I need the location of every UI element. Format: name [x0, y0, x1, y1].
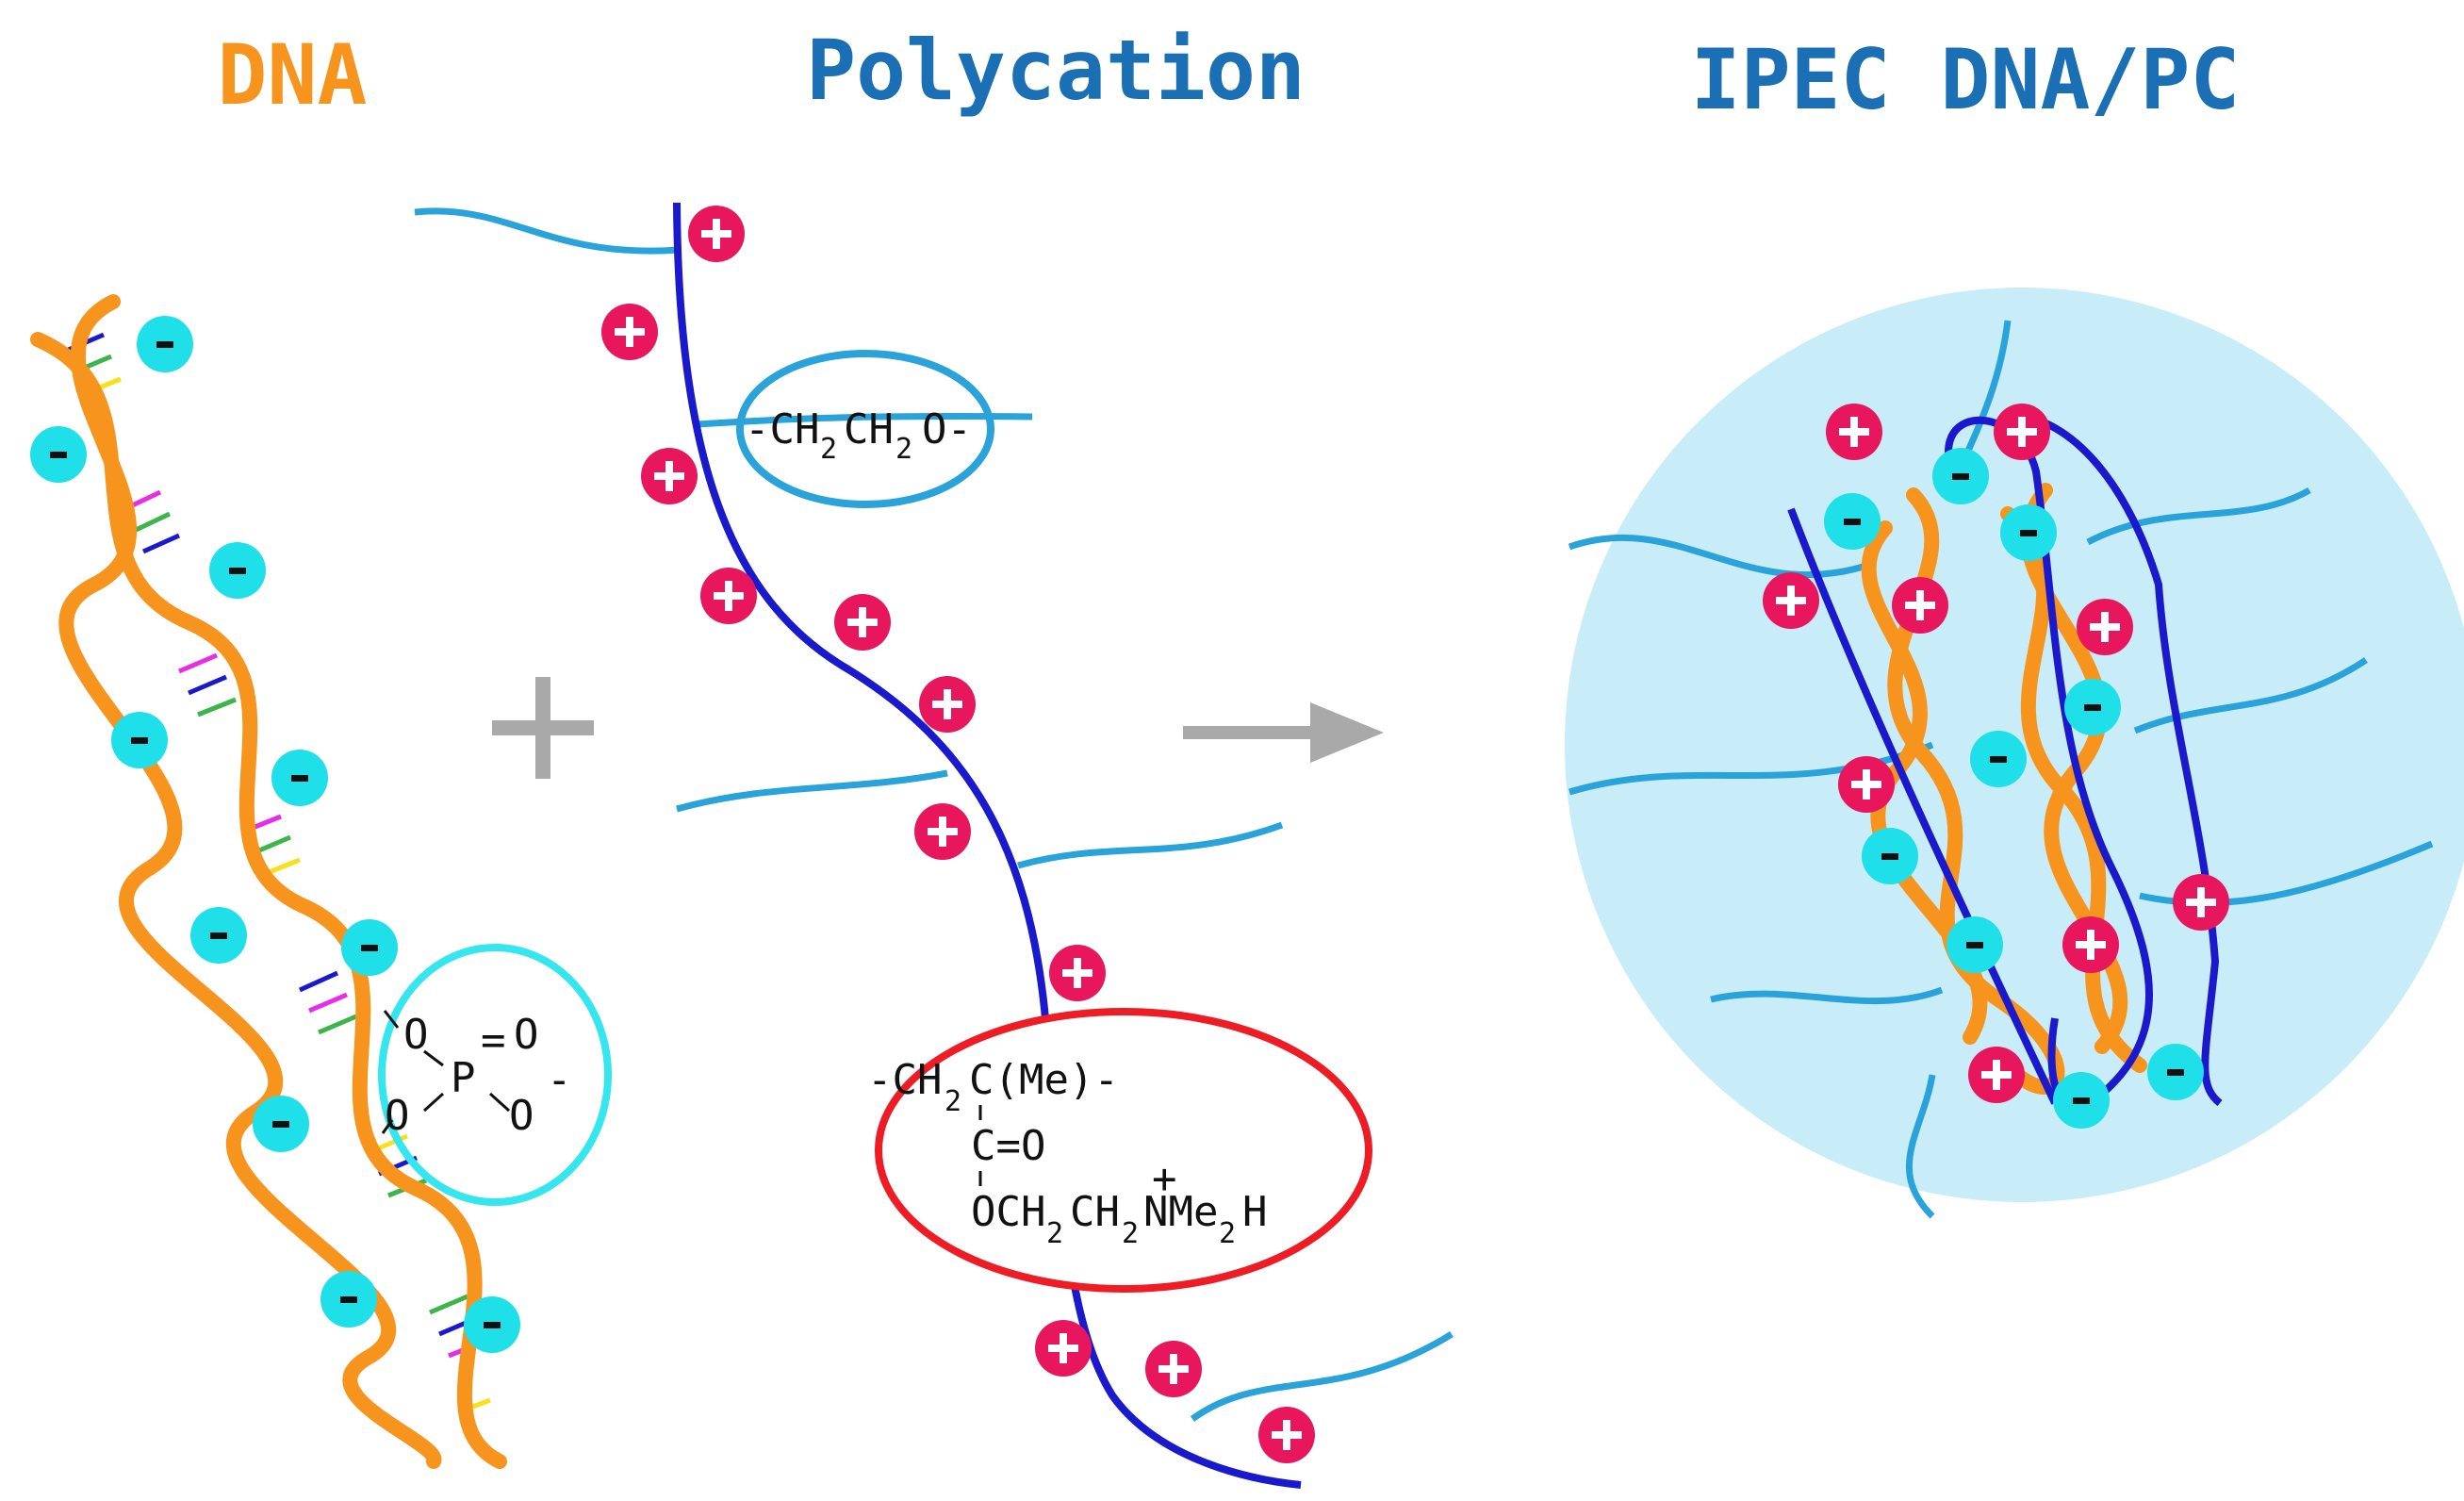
negative-charge-icon — [1824, 493, 1881, 550]
phosphate-o3: O — [385, 1092, 410, 1140]
positive-charge-icon — [1035, 1320, 1092, 1377]
negative-charge-icon — [1862, 828, 1918, 884]
positive-charge-icon — [1838, 756, 1895, 813]
svg-text:C=O: C=O — [971, 1122, 1045, 1170]
positive-charge-icon — [1049, 945, 1106, 1001]
svg-text:2: 2 — [1219, 1217, 1236, 1250]
svg-text:NMe: NMe — [1143, 1188, 1218, 1236]
negative-charge-icon — [137, 316, 193, 372]
negative-charge-icon — [190, 907, 247, 964]
negative-charge-icon — [30, 426, 87, 483]
negative-charge-icon — [209, 542, 266, 599]
phosphate-ellipse — [378, 944, 612, 1206]
positive-charge-icon — [1892, 577, 1948, 634]
positive-charge-icon — [700, 568, 757, 624]
positive-charge-icon — [919, 676, 976, 733]
pdmaema-formula: -CH 2 C(Me)- C=O + OCH 2 CH 2 NMe 2 H — [867, 1056, 1268, 1250]
svg-text:2: 2 — [1046, 1217, 1063, 1250]
svg-text:C(Me)-: C(Me)- — [969, 1056, 1119, 1104]
phosphate-group: O O = P O O - — [378, 944, 612, 1206]
positive-charge-icon — [601, 304, 658, 360]
pdmaema-unit-ellipse — [875, 1008, 1372, 1293]
negative-charge-icon — [1970, 731, 2027, 787]
positive-charge-icon — [914, 803, 971, 860]
svg-text:H: H — [1242, 1188, 1268, 1236]
positive-charge-icon — [1994, 404, 2050, 460]
peg-formula: -CH 2 CH 2 O- — [745, 405, 972, 466]
negative-charge-icon — [341, 919, 398, 976]
negative-charge-icon — [271, 750, 328, 806]
positive-charge-icon — [834, 594, 891, 651]
phosphate-eq: = — [481, 1016, 506, 1064]
negative-charge-icon — [253, 1096, 309, 1152]
svg-text:2: 2 — [820, 433, 837, 466]
phosphate-p: P — [451, 1054, 476, 1102]
negative-charge-icon — [464, 1296, 520, 1353]
negative-charge-icon — [111, 712, 168, 768]
phosphate-o2: O — [514, 1011, 539, 1059]
positive-charge-icon — [2062, 916, 2119, 973]
negative-charge-icon — [1947, 916, 2003, 973]
phosphate-minus: - — [547, 1056, 572, 1104]
positive-charge-icon — [1258, 1407, 1315, 1463]
positive-charge-icon — [1145, 1341, 1202, 1397]
reaction-arrow — [1183, 702, 1384, 763]
dna-strand-2 — [58, 294, 442, 1469]
phosphate-o1: O — [403, 1011, 429, 1059]
negative-charge-icon — [2000, 504, 2057, 561]
positive-charge-icon — [2173, 874, 2229, 931]
negative-charge-icon — [2053, 1072, 2110, 1129]
svg-text:OCH: OCH — [971, 1188, 1045, 1236]
phosphate-o4: O — [509, 1092, 534, 1140]
peg-unit-ellipse — [736, 350, 994, 508]
polycation-backbone — [673, 202, 1302, 1489]
positive-charge-icon — [1763, 572, 1819, 629]
svg-text:CH: CH — [1070, 1188, 1120, 1236]
svg-text:-CH: -CH — [745, 405, 819, 454]
dna-strand-1 — [30, 332, 507, 1469]
negative-charge-icon — [1932, 448, 1989, 504]
positive-charge-icon — [1968, 1047, 2025, 1103]
svg-text:+: + — [1152, 1155, 1177, 1203]
svg-text:2: 2 — [895, 433, 912, 466]
svg-text:CH: CH — [844, 405, 894, 454]
polycation-title: Polycation — [806, 22, 1306, 119]
positive-charge-icon — [688, 206, 745, 262]
plus-operator — [492, 677, 594, 779]
polycation: -CH 2 CH 2 O- -CH 2 C(Me)- C=O + OCH 2 C… — [414, 202, 1454, 1489]
charges — [30, 206, 2229, 1463]
positive-charge-icon — [1826, 404, 1882, 460]
dna-double-helix — [30, 294, 507, 1469]
negative-charge-icon — [2147, 1044, 2204, 1100]
svg-text:2: 2 — [945, 1085, 961, 1118]
peg-chains — [414, 207, 1454, 1422]
negative-charge-icon — [320, 1271, 377, 1328]
svg-text:2: 2 — [1122, 1217, 1139, 1250]
positive-charge-icon — [641, 448, 698, 504]
svg-text:-CH: -CH — [867, 1056, 942, 1104]
negative-charge-icon — [2064, 679, 2121, 735]
positive-charge-icon — [2077, 599, 2133, 655]
ipec-title: IPEC DNA/PC — [1691, 31, 2241, 128]
svg-text:O-: O- — [922, 405, 972, 454]
dna-title: DNA — [218, 26, 368, 124]
